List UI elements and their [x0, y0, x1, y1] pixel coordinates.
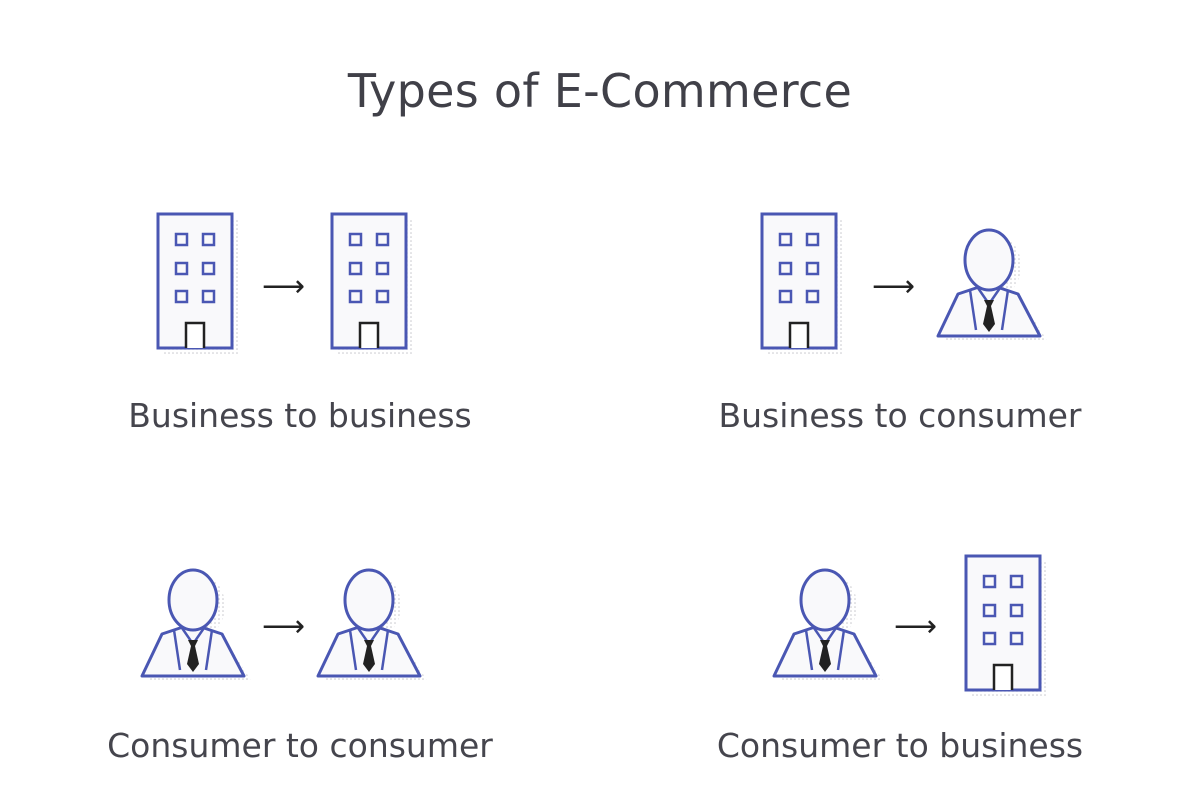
arrow-icon: ⟶	[894, 609, 938, 644]
type-b2b-icons: ⟶	[0, 200, 600, 370]
type-c2c-icons: ⟶	[0, 550, 600, 720]
business-icon	[330, 212, 414, 356]
consumer-icon	[140, 568, 252, 682]
arrow-icon: ⟶	[262, 609, 306, 644]
type-c2c: ⟶ Consumer to consumer	[0, 550, 600, 765]
type-label: Consumer to business	[716, 726, 1084, 765]
type-b2c: ⟶ Business to consumer	[600, 200, 1200, 435]
type-b2b: ⟶ Business to business	[0, 200, 600, 435]
type-label: Business to business	[128, 396, 472, 435]
type-b2c-icons: ⟶	[600, 200, 1200, 370]
business-icon	[156, 212, 240, 356]
business-icon	[964, 554, 1048, 698]
consumer-icon	[772, 568, 884, 682]
consumer-icon	[936, 228, 1048, 342]
type-c2b-icons: ⟶	[600, 550, 1200, 720]
arrow-icon: ⟶	[872, 269, 916, 304]
business-icon	[760, 212, 844, 356]
type-c2b: ⟶ Consumer to business	[600, 550, 1200, 765]
arrow-icon: ⟶	[262, 269, 306, 304]
page-title: Types of E-Commerce	[347, 64, 853, 118]
type-label: Consumer to consumer	[107, 726, 493, 765]
consumer-icon	[316, 568, 428, 682]
type-label: Business to consumer	[718, 396, 1082, 435]
